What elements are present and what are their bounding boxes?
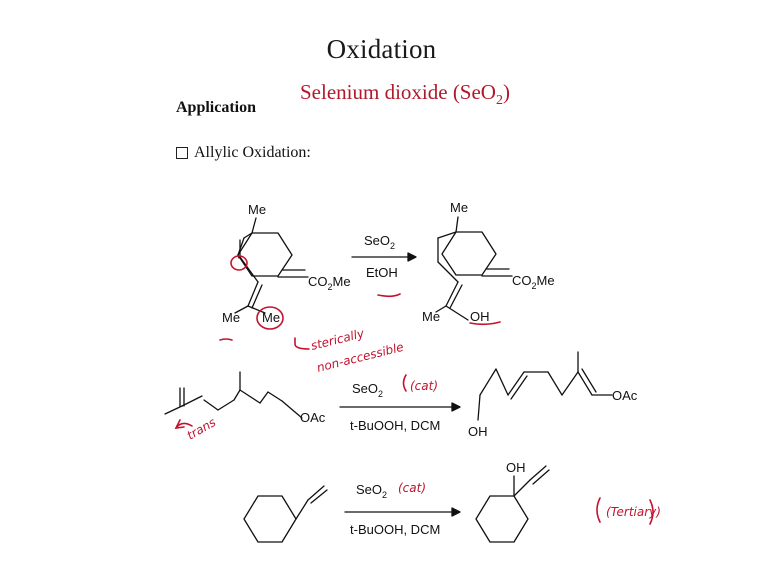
r1-pr-ester-pre: CO [512,273,532,288]
r3-reagent-pre: SeO [356,482,382,497]
checkbox-bullet-icon [176,147,188,159]
r1-reagent-sub: 2 [390,241,395,251]
r1-pr-ester-label: CO2Me [512,273,555,291]
r3-product-structure [475,465,550,543]
r2-arrowhead-icon [451,402,461,412]
subtitle-subscript: 2 [495,93,503,109]
r1-pr-ester-sub: 2 [532,281,537,291]
bullet-label: Allylic Oxidation: [194,144,311,161]
subtitle-close: ) [502,80,510,104]
r2-starting-material-structure [164,371,303,419]
r1-sm-me-top-label: Me [248,202,266,217]
r3-reagent-sub: 2 [382,490,387,500]
ink-circle-left [230,255,248,271]
r2-sm-oac-label: OAc [300,410,326,425]
slide-title: Oxidation [326,34,437,64]
ink-dash [219,338,233,341]
r3-reagent-label: SeO2 [356,482,387,500]
r3-starting-material-structure [243,485,328,543]
r2-pr-oh-label: OH [468,424,488,439]
r1-pr-me-top-label: Me [450,200,468,215]
ink-note-trans: trans [185,415,219,443]
ink-arrow-tip-icon [174,419,185,429]
ink-annotations [174,255,654,525]
ink-circle-me [256,306,284,330]
r1-reagent-pre: SeO [364,233,390,248]
r2-reagent-note: (cat) [410,379,438,393]
r1-sm-ester-post: Me [333,274,351,289]
r1-product-structure [435,216,513,321]
r2-reagent-label: SeO2 [352,381,383,399]
ink-underline-etoh [377,293,401,298]
r3-note-tertiary: (Tertiary) [606,505,661,519]
r2-reagent-sub: 2 [378,389,383,399]
r1-solvent-label: EtOH [366,265,398,280]
r1-sm-me-right-label: Me [262,310,280,325]
ink-paren-open-2 [402,374,407,392]
r3-arrowhead-icon [451,507,461,517]
ink-hook [294,337,310,350]
r1-sm-ester-label: CO2Me [308,274,351,292]
r1-sm-ester-pre: CO [308,274,328,289]
r3-reagent-note: (cat) [398,481,426,495]
r3-conditions-label: t-BuOOH, DCM [350,522,440,537]
r1-sm-me-left-label: Me [222,310,240,325]
r1-pr-ester-post: Me [537,273,555,288]
slide-subtitle: Selenium dioxide (SeO2) [300,80,560,109]
r1-reagent-label: SeO2 [364,233,395,251]
r1-pr-me-left-label: Me [422,309,440,324]
r2-product-structure [477,351,613,421]
ink-note-hindered-1: sterically [309,326,366,353]
r2-conditions-label: t-BuOOH, DCM [350,418,440,433]
subtitle-text: Selenium dioxide (SeO [300,80,496,104]
r1-arrowhead-icon [407,252,417,262]
ink-underline-oh [469,321,501,326]
r1-starting-material-structure [234,217,309,314]
bullet-allylic: Allylic Oxidation: [176,144,311,162]
r2-pr-oac-label: OAc [612,388,638,403]
r3-pr-oh-label: OH [506,460,526,475]
section-heading: Application [176,99,257,116]
r2-reagent-pre: SeO [352,381,378,396]
r1-pr-oh-label: OH [470,309,490,324]
r1-sm-ester-sub: 2 [328,282,333,292]
ink-paren-close-3 [649,499,654,525]
ink-paren-open-3 [596,497,601,523]
